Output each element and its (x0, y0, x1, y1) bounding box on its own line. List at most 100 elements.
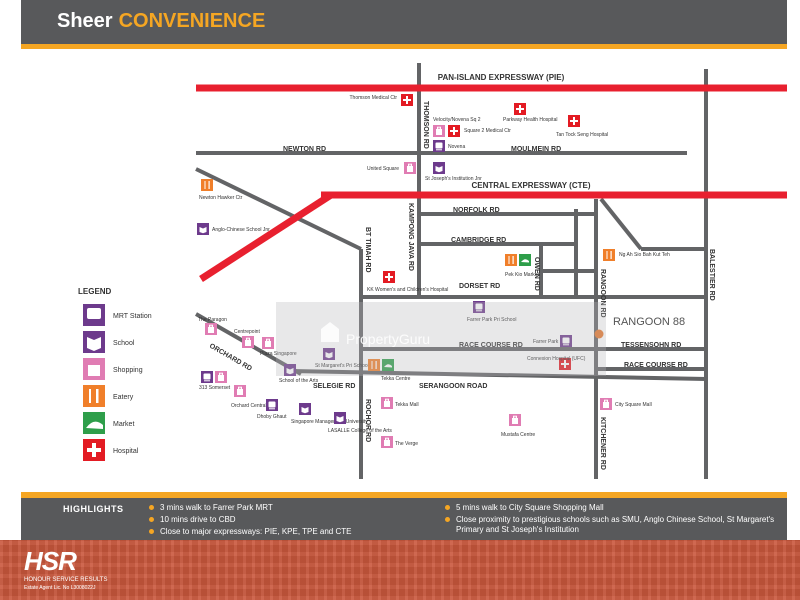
eatery-icon (603, 249, 615, 261)
place-plaza-sg: Plaza Singapore (260, 351, 297, 357)
bullet-icon (149, 529, 154, 534)
hospital-icon (383, 271, 395, 283)
place-st-margarets: St Margaret's Pri School (315, 363, 369, 369)
highlights-title: HIGHLIGHTS (63, 504, 124, 514)
page-title-accent: CONVENIENCE (118, 10, 266, 32)
footer-agent-license: Estate Agent Lic. No L3008022J (24, 585, 96, 591)
bullet-icon (445, 505, 450, 510)
road-label-kitchener: KITCHENER RD (599, 417, 606, 470)
road-network (195, 63, 708, 479)
place-thomson-medical: Thomson Medical Ctr (349, 95, 397, 101)
place-tekka: Tekka Centre (381, 376, 411, 382)
place-rangoon88: RANGOON 88 (613, 316, 685, 328)
list-item: 5 mins walk to City Square Shopping Mall (445, 503, 775, 513)
highlights-left: 3 mins walk to Farrer Park MRT 10 mins d… (149, 503, 439, 539)
place-parkway: Parkway Health Hospital (503, 117, 557, 123)
shopping-icon (508, 413, 522, 427)
road-label-kampong-java: KAMPONG JAVA RD (407, 203, 414, 271)
road-label-race-course-2: RACE COURSE RD (624, 362, 688, 369)
market-icon (519, 254, 531, 266)
place-united-square: United Square (367, 166, 399, 172)
cte-expressway-branch (199, 192, 333, 282)
road-label-rangoon: RANGOON RD (599, 269, 606, 318)
shopping-icon (403, 161, 417, 175)
place-newton-hawker: Newton Hawker Ctr (199, 195, 243, 201)
highlights-right: 5 mins walk to City Square Shopping Mall… (445, 503, 775, 537)
road-label-dorset: DORSET RD (459, 283, 500, 290)
legend-title: LEGEND (78, 287, 112, 296)
road-label-norfolk: NORFOLK RD (453, 207, 500, 214)
shopping-icon (380, 396, 394, 410)
road-label-cambridge: CAMBRIDGE RD (451, 237, 506, 244)
bullet-icon (445, 517, 450, 522)
hospital-icon (514, 103, 526, 115)
place-centrepoint: Centrepoint (234, 329, 260, 335)
road-label-owen: OWEN RD (533, 257, 540, 291)
road-label-newton: NEWTON RD (283, 146, 326, 153)
place-anglo-chinese: Anglo-Chinese School Jnr (212, 227, 270, 233)
list-item: Close to major expressways: PIE, KPE, TP… (149, 527, 439, 537)
shopping-icon (204, 322, 218, 336)
highlights-accent-bar (21, 492, 787, 498)
road-label-rochor: ROCHOR RD (364, 399, 371, 442)
list-item: 3 mins walk to Farrer Park MRT (149, 503, 439, 513)
road-label-pie: PAN-ISLAND EXPRESSWAY (PIE) (438, 73, 565, 82)
hospital-icon (401, 94, 413, 106)
hospital-icon (568, 115, 580, 127)
list-item: 10 mins drive to CBD (149, 515, 439, 525)
place-paragon: The Paragon (198, 317, 227, 323)
watermark-text: PropertyGuru (346, 331, 430, 347)
place-square2: Square 2 Medical Ctr (464, 128, 511, 134)
shopping-icon (261, 336, 275, 350)
legend-label-mrt: MRT Station (113, 313, 152, 320)
place-orchard-central: Orchard Central (231, 403, 267, 409)
eatery-icon (505, 254, 517, 266)
place-connexion: Connexion Hospital (UFC) (527, 356, 586, 362)
road-label-cte: CENTRAL EXPRESSWAY (CTE) (472, 181, 591, 190)
road-label-moulmein: MOULMEIN RD (511, 146, 561, 153)
place-farrer-park: Farrer Park (533, 339, 559, 345)
place-pek-kio: Pek Kio Market (505, 272, 540, 278)
place-lasalle: LASALLE College of the Arts (328, 428, 392, 434)
place-313-somerset: 313 Somerset (199, 385, 231, 391)
eatery-icon (83, 385, 105, 407)
location-map: PAN-ISLAND EXPRESSWAY (PIE) CENTRAL EXPR… (21, 49, 787, 492)
header-accent-bar (21, 44, 787, 49)
road-label-tessensohn: TESSENSOHN RD (621, 342, 681, 349)
place-mustafa: Mustafa Centre (501, 432, 535, 438)
place-smu: Singapore Management University (291, 419, 368, 425)
school-icon (334, 412, 346, 424)
shopping-icon (599, 397, 613, 411)
school-icon (197, 223, 209, 235)
place-velocity: Velocity/Novena Sq 2 (433, 117, 481, 123)
place-city-square: City Square Mall (615, 402, 652, 408)
place-kk-hospital: KK Women's and Children's Hospital (367, 287, 448, 293)
legend-label-eatery: Eatery (113, 394, 134, 401)
legend-label-market: Market (113, 421, 134, 428)
watermark-home-icon (321, 322, 339, 342)
shopping-icon (380, 435, 394, 449)
place-novena: Novena (448, 144, 465, 150)
school-icon (299, 403, 311, 415)
place-farrer-park-school: Farrer Park Pri School (467, 317, 516, 323)
location-marker-icon (594, 329, 604, 339)
place-verge: The Verge (395, 441, 418, 447)
shopping-icon (432, 124, 446, 138)
road-label-race-course-1: RACE COURSE RD (459, 342, 523, 349)
place-tekka-mall: Tekka Mall (395, 402, 419, 408)
place-tan-tock-seng: Tan Tock Seng Hospital (556, 132, 608, 138)
place-school-arts: School of the Arts (279, 378, 319, 384)
road-label-selegie: SELEGIE RD (313, 383, 355, 390)
bullet-icon (149, 505, 154, 510)
hospital-icon (448, 125, 460, 137)
highlights-panel: HIGHLIGHTS 3 mins walk to Farrer Park MR… (21, 498, 787, 540)
mrt-icon (201, 371, 213, 383)
legend-label-school: School (113, 340, 135, 347)
place-dhoby: Dhoby Ghaut (257, 414, 287, 420)
bullet-icon (149, 517, 154, 522)
road-label-thomson: THOMSON RD (422, 101, 429, 149)
road-label-serangoon: SERANGOON ROAD (419, 383, 487, 390)
road-label-balestier: BALESTIER RD (708, 249, 715, 301)
place-ng-ah-sio: Ng Ah Sio Bah Kut Teh (619, 252, 670, 258)
